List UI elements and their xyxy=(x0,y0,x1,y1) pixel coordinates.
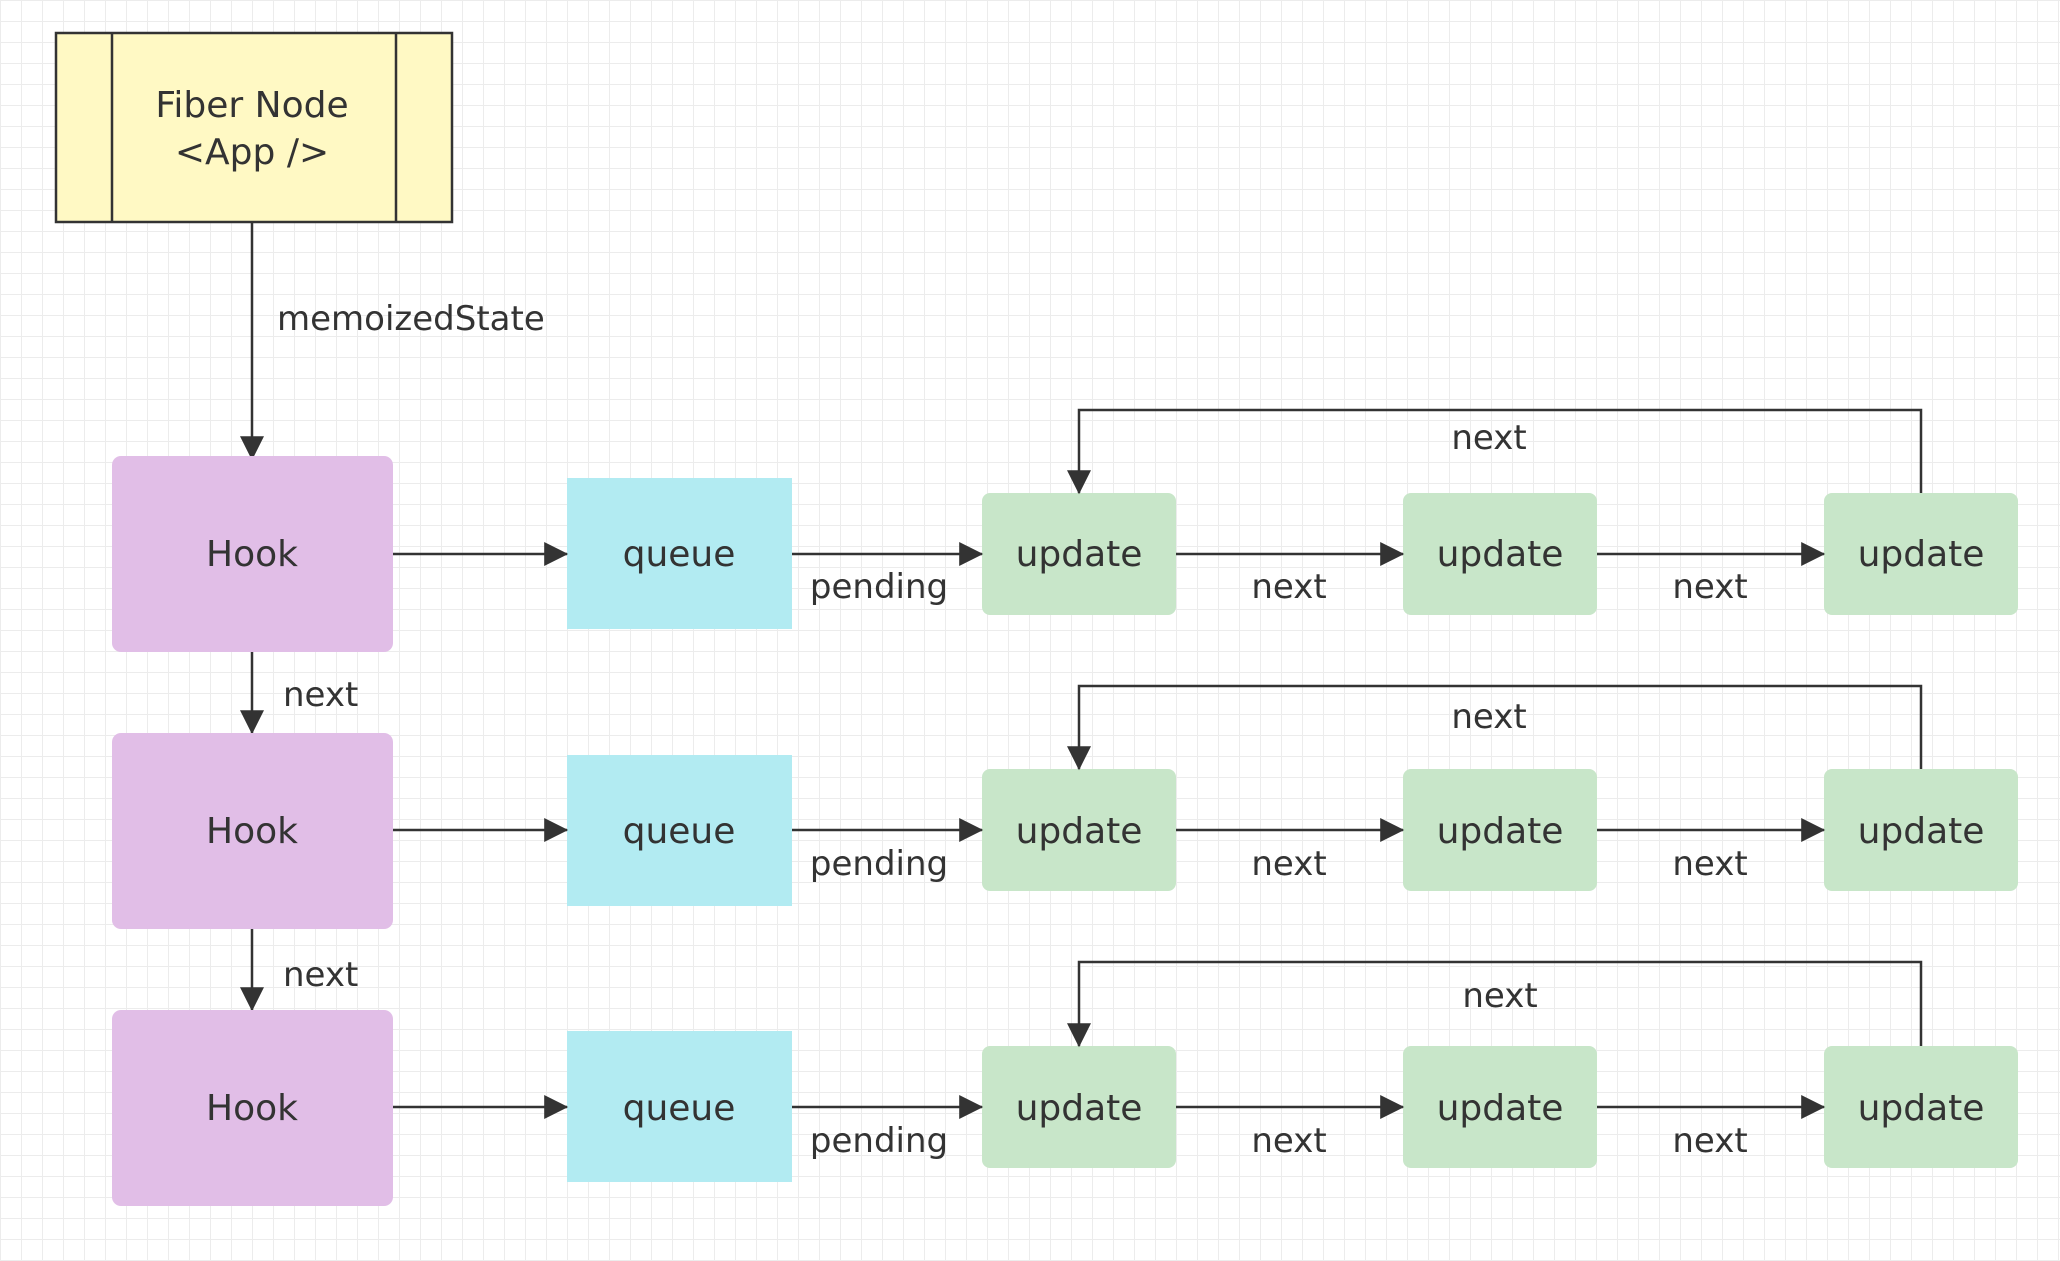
update-node-2 xyxy=(1403,769,1597,891)
update-node-3-label: update xyxy=(1858,534,1985,575)
update-next-label-1: next xyxy=(1251,1121,1326,1161)
update-node-1 xyxy=(982,1046,1176,1168)
pending-label: pending xyxy=(810,567,948,607)
hook-node-label: Hook xyxy=(206,534,298,575)
update-node-3 xyxy=(1824,1046,2018,1168)
update-node-2-label: update xyxy=(1437,534,1564,575)
queue-node-label: queue xyxy=(623,534,736,575)
fiber-node-title: Fiber Node xyxy=(155,85,348,126)
update-node-3 xyxy=(1824,769,2018,891)
fiber-node-box xyxy=(54,31,454,224)
update-node-2-label: update xyxy=(1437,1088,1564,1129)
hook-next-label-2: next xyxy=(283,955,358,995)
update-node-1-label: update xyxy=(1016,811,1143,852)
queue-node xyxy=(567,755,792,906)
update-node-2 xyxy=(1403,1046,1597,1168)
circular-next-label: next xyxy=(1451,418,1526,458)
update-node-3-label: update xyxy=(1858,811,1985,852)
pending-label: pending xyxy=(810,844,948,884)
hook-node-label: Hook xyxy=(206,1088,298,1129)
circular-next-arrow xyxy=(1067,960,1923,1048)
update-node-1-label: update xyxy=(1016,534,1143,575)
hook-node xyxy=(112,456,393,652)
pending-label: pending xyxy=(810,1121,948,1161)
hook-node-label: Hook xyxy=(206,811,298,852)
update-node-1 xyxy=(982,769,1176,891)
update-next-label-1: next xyxy=(1251,844,1326,884)
update-node-3 xyxy=(1824,493,2018,615)
circular-next-label: next xyxy=(1451,697,1526,737)
update-node-1 xyxy=(982,493,1176,615)
queue-node-label: queue xyxy=(623,1088,736,1129)
update-node-3-label: update xyxy=(1858,1088,1985,1129)
hook-row-1: Hook queue update update update pending … xyxy=(112,408,2018,652)
update-next-label-1: next xyxy=(1251,567,1326,607)
queue-node xyxy=(567,478,792,629)
update-node-2-label: update xyxy=(1437,811,1564,852)
update-node-1-label: update xyxy=(1016,1088,1143,1129)
update-node-2 xyxy=(1403,493,1597,615)
hook-node xyxy=(112,1010,393,1206)
fiber-node-component: <App /> xyxy=(175,132,329,173)
circular-next-arrow xyxy=(1067,408,1923,495)
hook-row-2: Hook queue update update update pending … xyxy=(112,684,2018,929)
circular-next-arrow xyxy=(1067,684,1923,771)
queue-node-label: queue xyxy=(623,811,736,852)
update-next-label-2: next xyxy=(1672,844,1747,884)
hook-node xyxy=(112,733,393,929)
update-next-label-2: next xyxy=(1672,1121,1747,1161)
update-next-label-2: next xyxy=(1672,567,1747,607)
queue-node xyxy=(567,1031,792,1182)
fiber-node: Fiber Node <App /> xyxy=(54,31,454,224)
hook-row-3: Hook queue update update update pending … xyxy=(112,960,2018,1206)
memoized-state-edge: memoizedState xyxy=(240,222,545,461)
memoized-state-label: memoizedState xyxy=(277,299,545,339)
circular-next-label: next xyxy=(1462,976,1537,1016)
hook-next-label-1: next xyxy=(283,675,358,715)
